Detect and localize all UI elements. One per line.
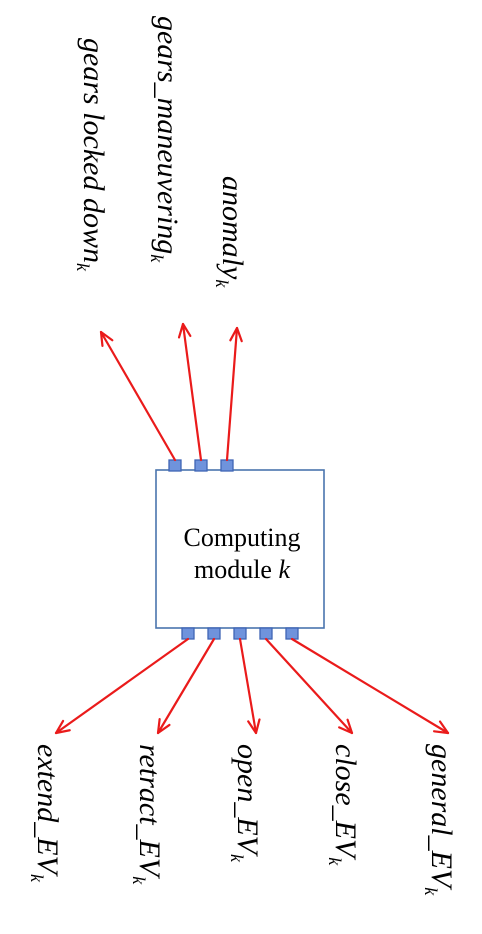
arrow-gears-locked-down <box>99 330 177 462</box>
computing-module: Computing module k <box>155 469 325 629</box>
arrow-gears-maneuvering-shaft <box>181 322 203 462</box>
arrow-retract-ev-head <box>156 717 171 735</box>
arrows <box>54 322 450 735</box>
label-anomaly-sub: k <box>212 279 232 288</box>
label-gears-locked-down-sub: k <box>73 263 93 272</box>
label-open-ev: open_EVk <box>227 744 264 863</box>
label-close-ev-sub: k <box>325 857 345 866</box>
arrow-gears-locked-down-head <box>99 330 114 348</box>
label-retract-ev: retract_EVk <box>129 744 166 885</box>
module-label-prefix: module <box>194 555 279 584</box>
top-labels: gears locked downk gears_maneuveringk an… <box>73 16 249 288</box>
arrow-extend-ev <box>54 637 190 735</box>
port-top-3 <box>220 459 234 472</box>
arrow-general-ev <box>290 637 450 735</box>
arrow-anomaly <box>225 326 243 462</box>
label-extend-ev-text: extend_EV <box>31 744 64 878</box>
label-gears-maneuvering: gears_maneuveringk <box>147 16 184 263</box>
port-top-1 <box>168 459 182 472</box>
label-gears-maneuvering-sub: k <box>147 254 167 263</box>
top-ports <box>168 459 234 472</box>
arrow-general-ev-head <box>433 720 450 735</box>
label-gears-locked-down-text: gears locked down <box>77 38 110 263</box>
port-bottom-2 <box>207 627 221 640</box>
arrow-anomaly-shaft <box>225 326 239 462</box>
label-anomaly: anomalyk <box>212 176 249 288</box>
label-open-ev-text: open_EV <box>231 744 264 858</box>
module-label-var: k <box>278 555 290 584</box>
label-anomaly-text: anomaly <box>216 176 249 280</box>
module-label-line1: Computing <box>183 523 300 552</box>
arrow-close-ev-shaft <box>264 637 354 735</box>
arrow-open-ev-head <box>247 718 261 735</box>
arrow-anomaly-head <box>229 326 243 343</box>
arrow-general-ev-shaft <box>290 637 450 735</box>
bottom-ports <box>181 627 299 640</box>
arrow-extend-ev-head <box>54 719 71 735</box>
arrow-gears-locked-down-shaft <box>99 330 177 462</box>
label-close-ev: close_EVk <box>325 744 362 866</box>
label-retract-ev-sub: k <box>129 876 149 885</box>
port-top-2 <box>194 459 208 472</box>
arrow-open-ev <box>238 637 261 735</box>
label-gears-maneuvering-text: gears_maneuvering <box>151 16 184 254</box>
port-bottom-3 <box>233 627 247 640</box>
arrow-open-ev-shaft <box>238 637 258 735</box>
port-bottom-1 <box>181 627 195 640</box>
module-box <box>155 469 325 629</box>
arrow-extend-ev-shaft <box>54 637 190 735</box>
label-retract-ev-text: retract_EV <box>133 744 166 880</box>
port-bottom-5 <box>285 627 299 640</box>
label-general-ev-sub: k <box>421 887 441 896</box>
label-close-ev-text: close_EV <box>329 744 362 861</box>
label-general-ev: general_EVk <box>421 744 458 896</box>
arrow-close-ev-head <box>338 718 354 735</box>
port-bottom-4 <box>259 627 273 640</box>
label-gears-locked-down: gears locked downk <box>73 38 110 272</box>
label-open-ev-sub: k <box>227 854 247 863</box>
module-label-line2: module k <box>194 555 291 584</box>
arrow-retract-ev-shaft <box>156 637 216 735</box>
label-extend-ev: extend_EVk <box>27 744 64 883</box>
arrow-gears-maneuvering <box>177 322 203 462</box>
arrow-gears-maneuvering-head <box>177 322 192 339</box>
label-general-ev-text: general_EV <box>425 744 458 891</box>
label-extend-ev-sub: k <box>27 874 47 883</box>
arrow-close-ev <box>264 637 354 735</box>
arrow-retract-ev <box>156 637 216 735</box>
bottom-labels: extend_EVk retract_EVk open_EVk close_EV… <box>27 744 458 896</box>
